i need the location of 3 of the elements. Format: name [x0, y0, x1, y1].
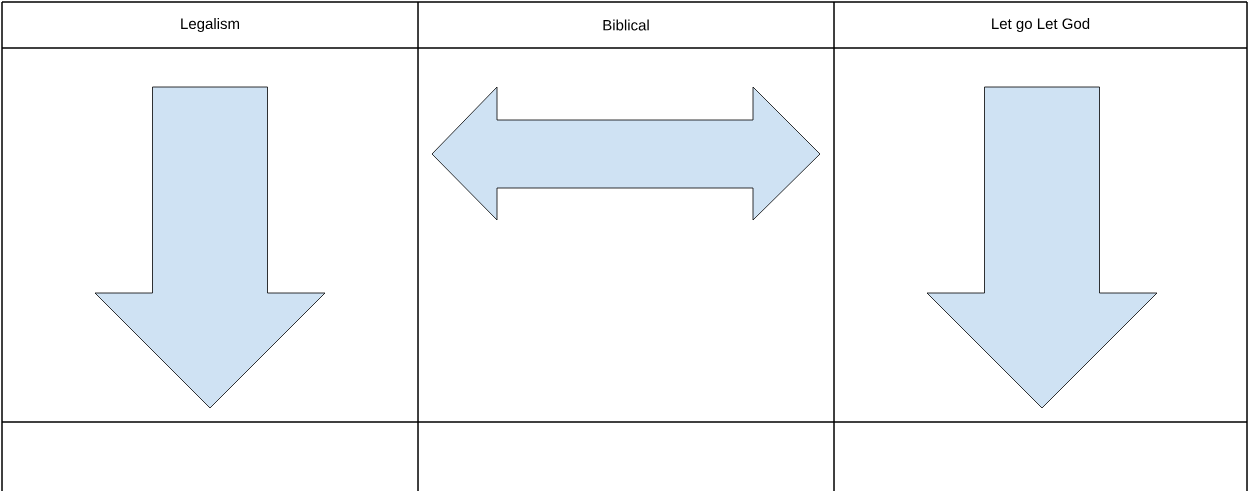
column-header: Biblical	[603, 19, 649, 31]
column-header: Legalism	[181, 18, 239, 32]
column-header: Let go Let God	[992, 18, 1090, 32]
